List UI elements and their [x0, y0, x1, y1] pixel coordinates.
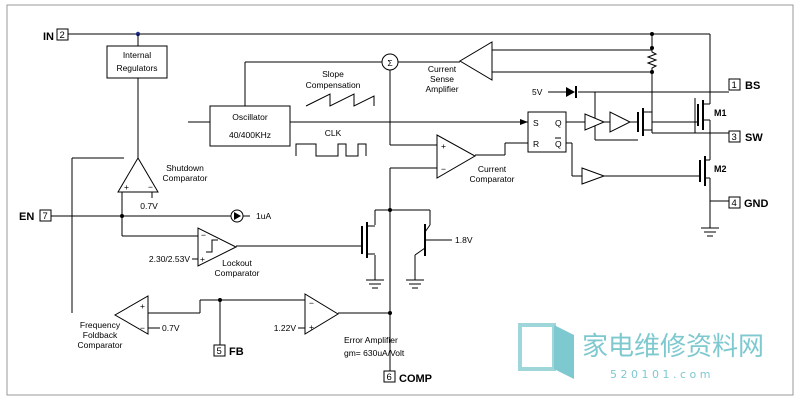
pin-comp: 6 COMP [383, 370, 432, 385]
svg-text:gm= 630uA/Volt: gm= 630uA/Volt [344, 348, 405, 358]
current-comparator: + − Current Comparator [436, 134, 515, 184]
shutdown-comparator: + − Shutdown Comparator 0.7V [117, 157, 208, 211]
svg-text:−: − [148, 182, 153, 192]
svg-text:2: 2 [60, 30, 65, 41]
mosfet-m2: M2 [699, 150, 727, 186]
svg-text:Comparator: Comparator [215, 268, 260, 278]
driver-mosfet [637, 108, 652, 136]
svg-text:CLK: CLK [325, 128, 342, 138]
svg-text:M2: M2 [714, 164, 727, 174]
comp-pulldown-nmos [355, 222, 375, 258]
svg-text:Sense: Sense [430, 74, 454, 84]
svg-text:S: S [533, 118, 539, 128]
svg-text:Frequency: Frequency [80, 320, 121, 330]
svg-text:GND: GND [744, 198, 769, 210]
error-amplifier: − + 1.22V Error Amplifier gm= 630uA/Volt [274, 293, 405, 358]
pin-en: EN 7 [19, 209, 52, 223]
svg-text:+: + [124, 182, 129, 192]
svg-text:−: − [201, 230, 206, 240]
svg-text:7: 7 [43, 211, 48, 222]
internal-regulators-block: Internal Regulators [106, 45, 168, 79]
svg-text:1uA: 1uA [256, 211, 271, 221]
pin-fb: 5 FB [213, 344, 244, 358]
svg-text:Foldback: Foldback [83, 330, 118, 340]
svg-text:+: + [309, 322, 314, 332]
svg-text:Comparator: Comparator [470, 174, 515, 184]
svg-text:+: + [200, 254, 205, 264]
clk-waveform: CLK [295, 128, 367, 157]
svg-text:Comparator: Comparator [163, 173, 208, 183]
svg-text:−: − [441, 164, 446, 174]
diagram-frame [6, 4, 794, 396]
svg-text:COMP: COMP [399, 373, 432, 385]
svg-text:SW: SW [745, 132, 763, 144]
svg-text:Q: Q [555, 118, 562, 128]
svg-text:Error Amplifier: Error Amplifier [344, 335, 398, 345]
comp-clamp-pnp: 1.8V [414, 224, 473, 256]
bootstrap-diode: 5V [532, 86, 577, 98]
slope-compensation: Slope Compensation [306, 69, 375, 107]
svg-text:1.8V: 1.8V [455, 235, 473, 245]
svg-text:Oscillator: Oscillator [232, 112, 268, 122]
current-source-1ua: 1uA [230, 209, 271, 223]
oscillator-block: Oscillator 40/400KHz [209, 105, 291, 147]
svg-text:FB: FB [229, 346, 244, 358]
svg-text:M1: M1 [714, 108, 727, 118]
svg-text:0.7V: 0.7V [140, 201, 158, 211]
svg-text:+: + [441, 141, 446, 151]
svg-text:5: 5 [217, 346, 222, 357]
svg-text:−: − [140, 323, 145, 333]
svg-text:Compensation: Compensation [306, 80, 361, 90]
svg-text:5 2 0 1 0 1 . c o m: 5 2 0 1 0 1 . c o m [610, 368, 710, 381]
svg-text:Lockout: Lockout [222, 258, 252, 268]
gate-driver-low [581, 167, 606, 185]
lockout-comparator: − + Lockout Comparator 2.30/2.53V [149, 227, 260, 278]
summing-node: Σ [381, 53, 399, 71]
svg-text:R: R [533, 139, 539, 149]
svg-text:1: 1 [732, 80, 737, 91]
svg-text:Shutdown: Shutdown [166, 163, 204, 173]
pin-in: IN 2 [43, 28, 69, 43]
svg-text:0.7V: 0.7V [162, 323, 180, 333]
svg-text:2.30/2.53V: 2.30/2.53V [149, 254, 190, 264]
svg-text:3: 3 [732, 132, 737, 143]
pin-bs: 1 BS [728, 78, 760, 92]
watermark: 家电维修资料网 5 2 0 1 0 1 . c o m [518, 323, 764, 381]
svg-text:Comparator: Comparator [78, 340, 123, 350]
svg-text:6: 6 [387, 372, 392, 383]
wires [51, 31, 729, 371]
svg-text:Current: Current [478, 164, 507, 174]
svg-text:−: − [309, 298, 314, 308]
level-shift-buffer [609, 111, 638, 133]
svg-text:BS: BS [745, 80, 760, 92]
pin-gnd: 4 GND [728, 196, 769, 210]
svg-text:4: 4 [732, 198, 737, 209]
svg-text:40/400KHz: 40/400KHz [229, 130, 271, 140]
svg-text:Regulators: Regulators [116, 63, 157, 73]
current-sense-amplifier: Current Sense Amplifier [425, 41, 493, 94]
svg-text:EN: EN [19, 211, 34, 223]
svg-text:Σ: Σ [387, 58, 392, 68]
svg-text:1.22V: 1.22V [274, 323, 297, 333]
svg-text:+: + [140, 301, 145, 311]
svg-text:5V: 5V [532, 87, 543, 97]
mosfet-m1: M1 [697, 98, 727, 130]
svg-text:IN: IN [43, 31, 54, 43]
sense-resistor [646, 46, 658, 74]
svg-text:Slope: Slope [322, 69, 344, 79]
pin-sw: 3 SW [728, 130, 763, 144]
ground-symbols [366, 227, 719, 289]
frequency-foldback-comparator: + − 0.7V Frequency Foldback Comparator [78, 295, 180, 350]
svg-text:Amplifier: Amplifier [425, 84, 458, 94]
svg-text:家电维修资料网: 家电维修资料网 [582, 332, 764, 362]
svg-text:Q: Q [555, 139, 562, 149]
gate-driver-high [584, 113, 606, 131]
svg-text:Internal: Internal [123, 50, 151, 60]
sr-flipflop: S R Q Q [520, 111, 567, 153]
watermark-logo-icon [518, 323, 574, 379]
svg-text:Current: Current [428, 64, 457, 74]
